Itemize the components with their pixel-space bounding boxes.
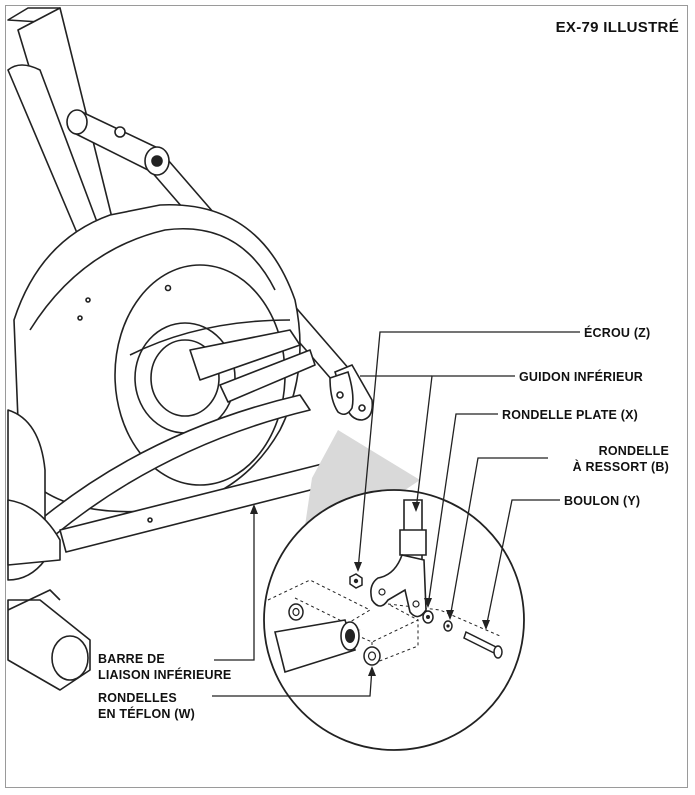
label-rondelle-ressort-line2: À RESSORT (B) — [572, 460, 669, 474]
label-barre-line2: LIAISON INFÉRIEURE — [98, 668, 232, 682]
label-boulon: BOULON (Y) — [564, 494, 641, 508]
elliptical-machine-illustration — [7, 7, 351, 691]
label-ecrou: ÉCROU (Z) — [584, 326, 651, 340]
page-title: EX-79 ILLUSTRÉ — [555, 19, 679, 36]
leader-lines — [212, 331, 580, 697]
label-teflon-line2: EN TÉFLON (W) — [98, 707, 196, 721]
label-rondelles-teflon: RONDELLES EN TÉFLON (W) — [98, 690, 195, 722]
figure-frame — [5, 5, 688, 788]
label-barre-line1: BARRE DE — [98, 652, 165, 666]
label-rondelle-ressort-line1: RONDELLE — [598, 444, 669, 458]
lower-handlebar-bracket — [329, 363, 374, 421]
label-rondelle-ressort: RONDELLE À RESSORT (B) — [573, 443, 669, 475]
label-rondelle-plate: RONDELLE PLATE (X) — [502, 408, 639, 422]
label-barre-liaison: BARRE DE LIAISON INFÉRIEURE — [98, 651, 231, 683]
label-teflon-line1: RONDELLES — [98, 691, 177, 705]
label-guidon-inferieur: GUIDON INFÉRIEUR — [519, 370, 644, 384]
zoom-detail-circle — [263, 489, 525, 751]
leader-arrowheads — [250, 502, 490, 676]
